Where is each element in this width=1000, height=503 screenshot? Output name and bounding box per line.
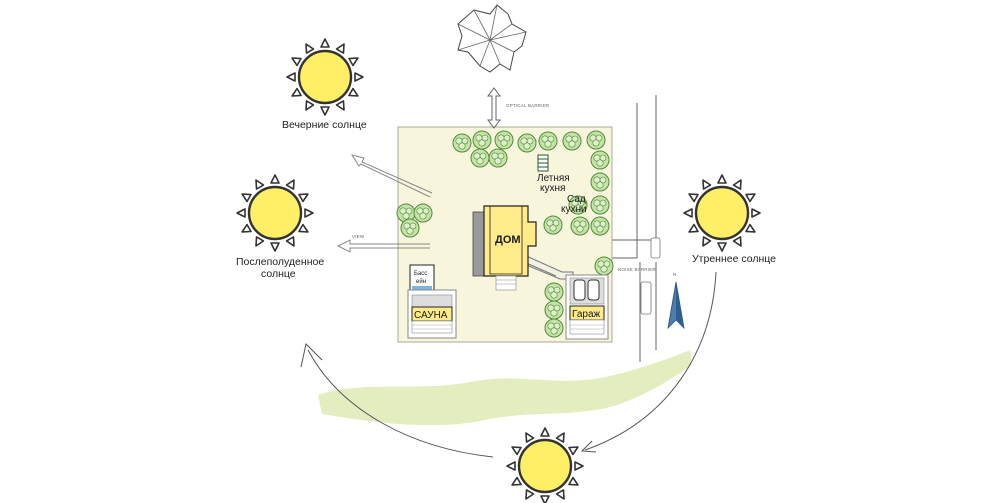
summer-kitchen-label-2: кухня <box>540 183 565 194</box>
afternoon-sun-label-2: солнце <box>261 268 296 280</box>
pool-label-2: ейн <box>416 278 426 285</box>
afternoon-sun-icon <box>237 175 313 251</box>
noise-barrier-label: NOISE BARRIER <box>618 267 656 272</box>
evening-sun-label: Вечерние солнце <box>282 119 367 131</box>
road <box>612 95 657 362</box>
north-arrow-icon <box>667 281 685 330</box>
roof-plan-icon <box>457 4 527 73</box>
house <box>472 205 537 291</box>
kitchen-garden-label-1: Сад <box>567 194 586 205</box>
kitchen-garden-label-2: кухни <box>561 204 587 215</box>
view-label: VIEW <box>352 234 365 239</box>
sun-path-arrow <box>300 271 717 458</box>
morning-sun-label: Утреннее солнце <box>692 253 776 265</box>
sauna-label: САУНА <box>414 310 448 321</box>
sauna <box>407 289 457 339</box>
hill-band <box>318 350 692 426</box>
summer-kitchen-stairs <box>537 154 549 172</box>
view-arrow-icon <box>336 154 433 253</box>
house-label: ДОМ <box>495 234 521 246</box>
evening-sun-icon <box>287 39 363 115</box>
noon-sun-icon <box>507 428 583 503</box>
garage <box>565 274 609 340</box>
morning-sun-icon <box>684 175 760 251</box>
afternoon-sun-label-1: Послеполуденное <box>236 256 324 268</box>
garage-label: Гараж <box>572 309 601 320</box>
summer-kitchen-label-1: Летняя <box>537 173 570 184</box>
car-on-road <box>650 237 661 259</box>
pool-label-1: Басс <box>414 271 427 277</box>
north-label: N <box>673 272 676 277</box>
car-on-road <box>640 281 652 315</box>
optical-barrier-label: OPTICAL BARRIER <box>506 103 550 108</box>
optical-barrier-arrow-icon <box>487 87 501 129</box>
